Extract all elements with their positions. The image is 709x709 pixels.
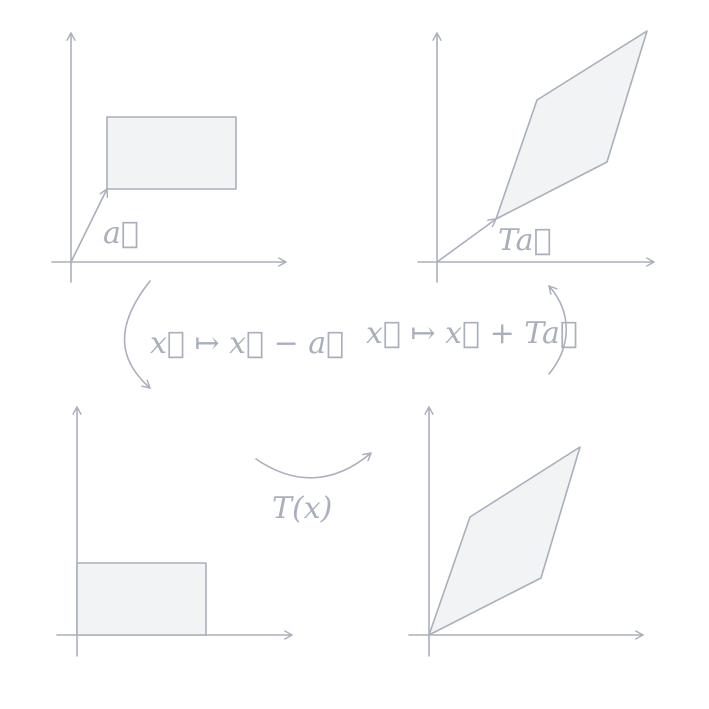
translate-back-map-label: x⃗ ↦ x⃗ − a⃗ (150, 326, 344, 361)
vector-ta-label: Ta⃗ (498, 223, 552, 258)
translate-back-curved-arrow (123, 280, 151, 389)
panel-top-right: Ta⃗ (417, 30, 655, 283)
linear-map-label: T(x) (272, 491, 332, 526)
vector-a-label: a⃗ (103, 216, 139, 251)
rectangle-shape (106, 116, 237, 190)
rectangle-shape (76, 562, 207, 636)
parallelogram-shape (428, 446, 581, 636)
vector-ta-arrow (436, 218, 497, 263)
parallelogram-shape (495, 30, 648, 220)
panel-bottom-right (408, 406, 644, 657)
translate-forward-curved-arrow (548, 285, 567, 375)
vector-a-arrow (70, 188, 107, 263)
panel-bottom-left (56, 406, 293, 657)
translate-forward-map-label: x⃗ ↦ x⃗ + Ta⃗ (366, 316, 578, 351)
panel-top-left: a⃗ (51, 32, 287, 283)
linear-map-curved-arrow (255, 452, 372, 479)
